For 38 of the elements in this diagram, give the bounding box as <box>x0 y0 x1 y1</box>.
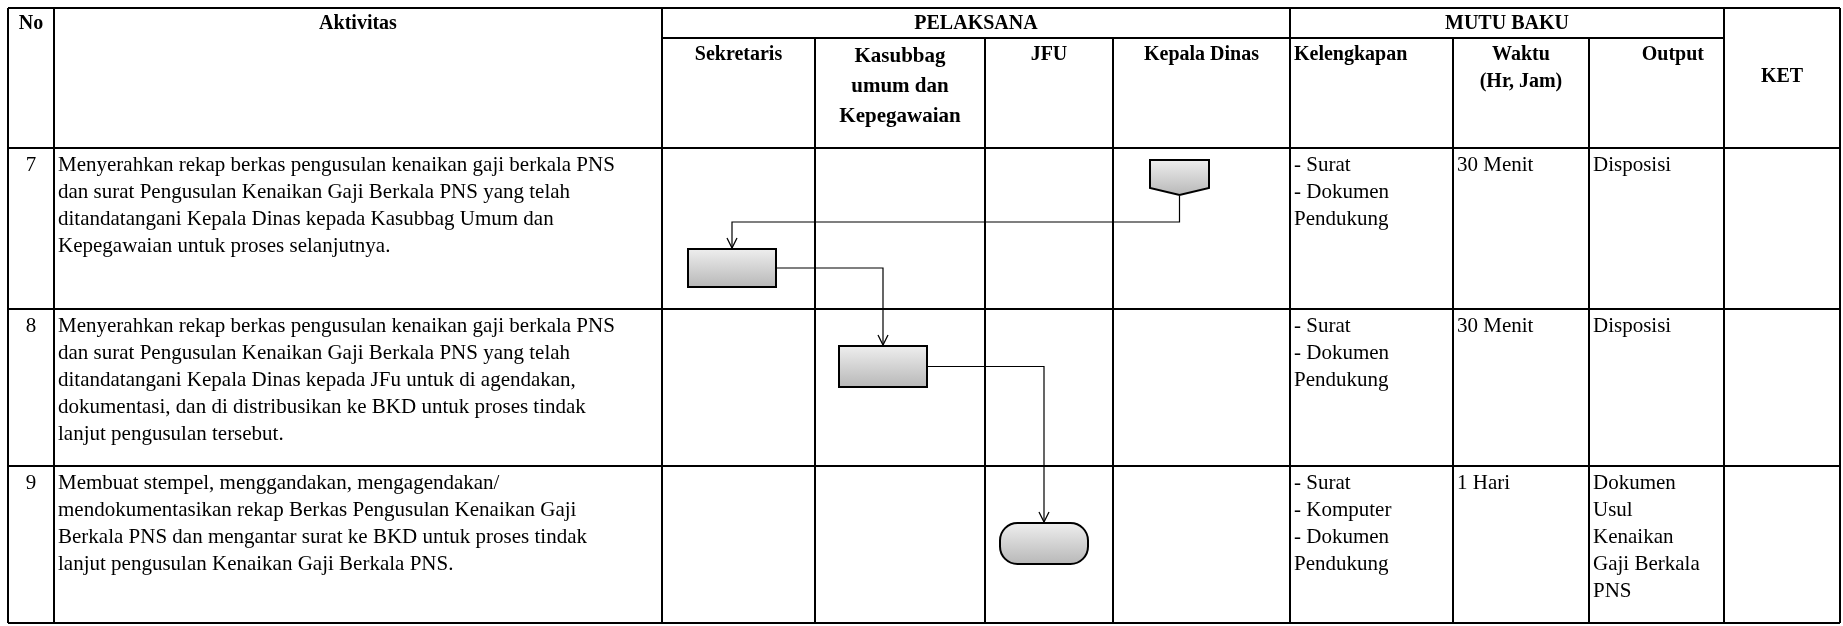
column-header: No <box>18 10 44 35</box>
row-number: 7 <box>25 151 37 178</box>
arrow <box>927 365 1050 523</box>
output-text: Disposisi <box>1593 151 1672 178</box>
duration-text: 1 Hari <box>1457 469 1511 496</box>
column-header: Sekretaris <box>694 41 783 66</box>
activity-text: Menyerahkan rekap berkas pengusulan kenaikan gaji berkala PNS dan surat Pengusulan Kenaikan Gaji Berkala PNS yang telah ditandatangani Kepala Dinas kepada Kasubbag Umum dan Kepegawaian untuk proses selanjutnya. <box>58 151 616 259</box>
duration-text: 30 Menit <box>1457 312 1534 339</box>
activity-text: Menyerahkan rekap berkas pengusulan kenaikan gaji berkala PNS dan surat Pengusulan Kenaikan Gaji Berkala PNS yang telah ditandatangani Kepala Dinas kepada JFu untuk di agendakan, dokumentasi, dan di distribusikan ke BKD untuk proses tindak lanjut pengusulan tersebut. <box>58 312 616 447</box>
off-page-connector <box>1149 159 1210 196</box>
column-header: JFU <box>1030 41 1068 66</box>
column-header: KET <box>1760 63 1804 88</box>
column-header: PELAKSANA <box>914 10 1038 35</box>
column-header: Kepala Dinas <box>1144 41 1259 67</box>
requirement-text: - Surat <box>1294 151 1351 178</box>
column-header: Kasubbag umum dan Kepegawaian <box>838 42 962 129</box>
column-header: Kelengkapan <box>1294 41 1408 67</box>
column-header: Aktivitas <box>319 10 397 35</box>
requirement-text: - Dokumen Pendukung <box>1294 339 1391 393</box>
column-header: Waktu (Hr, Jam) <box>1478 41 1564 94</box>
duration-text: 30 Menit <box>1457 151 1534 178</box>
requirement-text: - Komputer <box>1294 496 1392 523</box>
requirement-text: - Surat <box>1294 469 1351 496</box>
requirement-text: - Dokumen Pendukung <box>1294 523 1391 577</box>
output-text: Disposisi <box>1593 312 1672 339</box>
column-header: Output <box>1641 41 1704 67</box>
arrow <box>776 267 889 346</box>
output-text: Dokumen Usul Kenaikan Gaji Berkala PNS <box>1593 469 1701 604</box>
column-header: MUTU BAKU <box>1445 10 1569 35</box>
process-box <box>838 345 928 388</box>
requirement-text: - Dokumen Pendukung <box>1294 178 1391 232</box>
process-box <box>687 248 777 288</box>
activity-text: Membuat stempel, menggandakan, mengagendakan/ mendokumentasikan rekap Berkas Pengusulan Kenaikan Gaji Berkala PNS dan mengantar surat ke BKD untuk proses tindak lanjut pengusulan Kenaikan Gaji Berkala PNS. <box>58 469 588 577</box>
row-number: 9 <box>25 469 37 496</box>
terminator-shape <box>999 522 1089 565</box>
row-number: 8 <box>25 312 37 339</box>
arrow <box>726 195 1181 249</box>
requirement-text: - Surat <box>1294 312 1351 339</box>
